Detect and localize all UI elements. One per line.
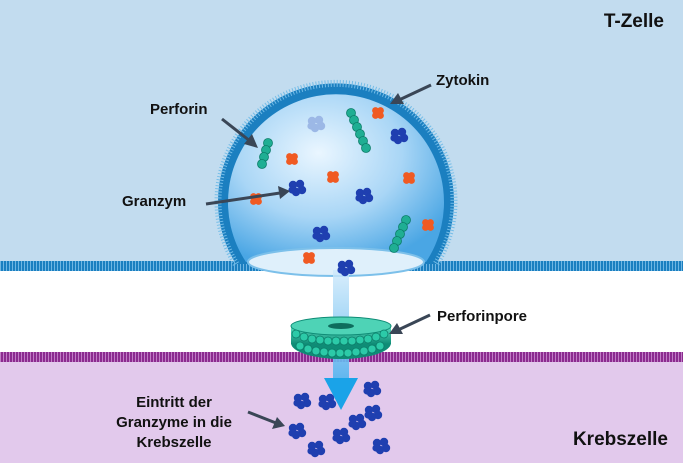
cancer-cell-label: Krebszelle xyxy=(573,429,668,450)
t-cell-label: T-Zelle xyxy=(604,11,664,32)
perforin-chain xyxy=(257,138,273,169)
entry-label-line3: Krebszelle xyxy=(136,434,211,451)
perforin-chain xyxy=(389,215,411,253)
perforin-pore xyxy=(290,316,392,359)
entry-label-line2: Granzyme in die xyxy=(116,414,232,431)
entry-label-line1: Eintritt der xyxy=(136,394,212,411)
granzyme-label: Granzym xyxy=(122,193,186,210)
pointer-arrows xyxy=(205,83,432,429)
cytokine-label: Zytokin xyxy=(436,72,489,89)
perforin-pore-label: Perforinpore xyxy=(437,308,527,325)
perforin-label: Perforin xyxy=(150,101,208,118)
entry-arrowhead xyxy=(324,378,358,410)
perforin-chain xyxy=(346,108,371,153)
